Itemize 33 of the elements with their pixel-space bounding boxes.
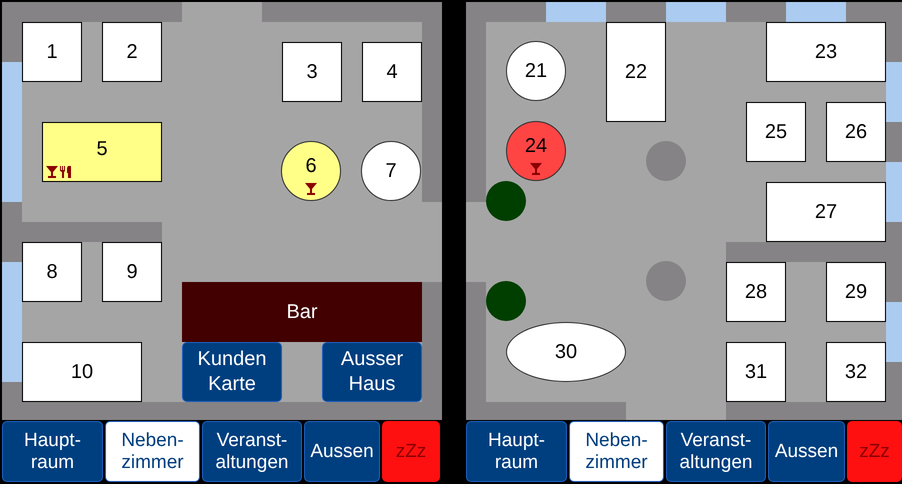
room-tab: Veranst- altungen [202,421,302,482]
table: 29 [826,262,886,322]
room-tab: zZz [382,421,440,482]
table: 9 [102,242,162,302]
table-number: 24 [524,134,548,158]
room-tab: zZz [847,421,902,482]
room-tab: Haupt- raum [2,421,103,482]
action-button: Ausser Haus [322,342,422,402]
table: 26 [826,102,886,162]
table-number: 5 [96,138,108,160]
table: 1 [22,22,82,82]
room-tab: Neben- zimmer [105,421,200,482]
table: 27 [766,182,886,242]
table: 22 [606,22,666,122]
table: 2 [102,22,162,82]
table: 4 [362,42,422,102]
table: 31 [726,342,786,402]
table: 23 [766,22,886,82]
table: 28 [726,262,786,322]
room-tab: Neben- zimmer [569,421,664,482]
bar-counter: Bar [182,282,422,342]
room-tab: Aussen [304,421,380,482]
room-tab: Haupt- raum [466,421,567,482]
table: 25 [746,102,806,162]
table [42,122,162,182]
table-number: 6 [305,154,317,178]
room-tab: Aussen [768,421,845,482]
table: 10 [22,342,142,402]
room-tab: Veranst- altungen [666,421,766,482]
table: 8 [22,242,82,302]
table: 3 [282,42,342,102]
action-button: Kunden Karte [182,342,282,402]
table: 32 [826,342,886,402]
